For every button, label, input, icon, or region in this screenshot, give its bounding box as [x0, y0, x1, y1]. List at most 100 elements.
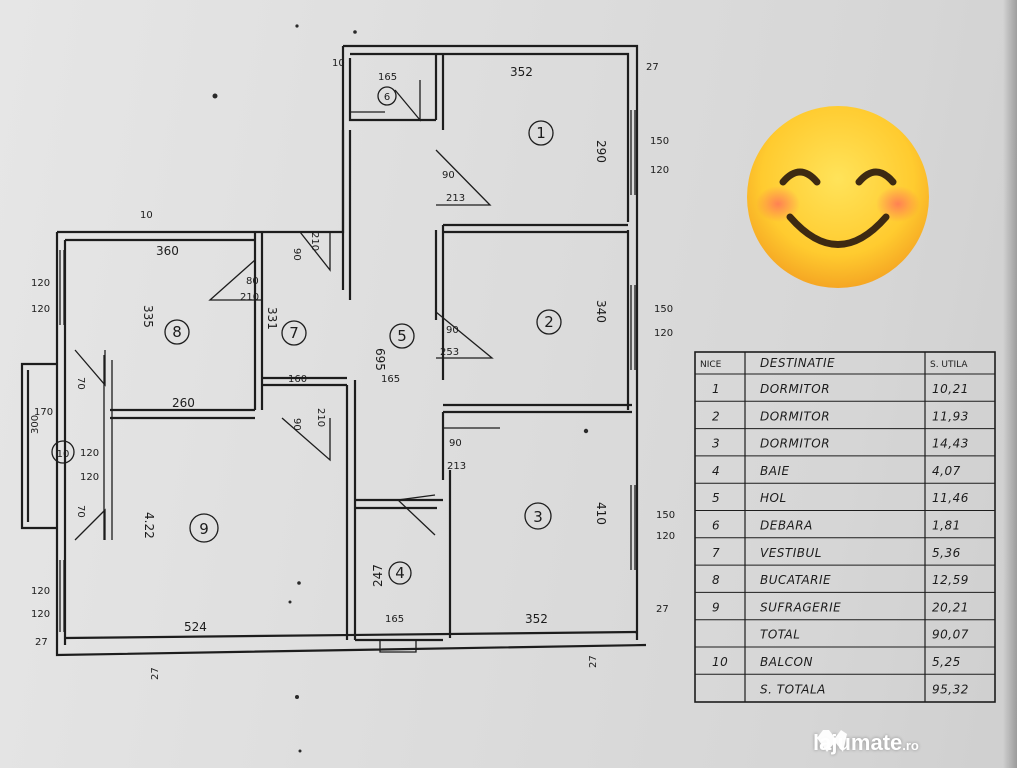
dim-door-90d: 90 — [291, 418, 302, 431]
room-depth-labels: 290 340 410 247 695 331 335 4.22 300 — [30, 140, 608, 587]
table-cell-number: 6 — [712, 519, 720, 533]
dimension-labels: 352 165 10 10 27 150 120 150 120 150 120… — [31, 58, 675, 680]
table-header-suprafata: S. UTILA — [930, 360, 968, 370]
watermark-tld: .ro — [902, 738, 919, 753]
dim-door-90a: 90 — [442, 170, 455, 181]
table-cell-number: 8 — [712, 573, 720, 587]
dim-door-90c: 90 — [449, 438, 462, 449]
dim-door-253: 253 — [440, 347, 459, 358]
dim-window-r1b: 120 — [650, 165, 669, 176]
dim-top-width: 352 — [510, 65, 533, 79]
dim-w-260: 260 — [172, 396, 195, 410]
table-cell-suprafata: 1,81 — [932, 519, 961, 533]
table-cell-suprafata: 12,59 — [932, 573, 969, 587]
dim-door-70b: 70 — [75, 505, 86, 518]
depth-room-9: 4.22 — [142, 512, 156, 539]
table-cell-suprafata: 10,21 — [932, 382, 969, 396]
dim-door-213: 213 — [446, 193, 465, 204]
room-3-number: 3 — [533, 508, 543, 526]
table-header-nr: NICE — [700, 360, 722, 370]
paper-specks — [212, 24, 589, 753]
dim-w-352b: 352 — [525, 612, 548, 626]
table-cell-destinatie: DORMITOR — [760, 382, 830, 396]
dim-top-small: 165 — [378, 72, 397, 83]
table-cell-number: 7 — [712, 546, 720, 560]
dim-win-l1a: 120 — [31, 278, 50, 289]
table-cell-destinatie: VESTIBUL — [760, 546, 822, 560]
dim-win-l1b: 120 — [31, 304, 50, 315]
table-cell-number: 9 — [712, 600, 720, 614]
table-cell-number: 4 — [712, 464, 720, 478]
wall-outer-upper-left — [57, 46, 345, 234]
depth-room-5: 695 — [373, 348, 387, 371]
dim-win-l2a: 120 — [80, 448, 99, 459]
table-header-destinatie: DESTINATIE — [760, 356, 835, 370]
room-5-number: 5 — [397, 327, 407, 345]
dim-wall-10a: 10 — [332, 58, 345, 69]
paper-edge-shadow — [1003, 0, 1017, 768]
dim-window-r2a: 150 — [654, 304, 673, 315]
dim-door-80: 80 — [246, 276, 259, 287]
room-7-number: 7 — [289, 324, 299, 342]
dim-wall-27-bottom-l: 27 — [150, 667, 161, 680]
dim-w-160: 160 — [288, 374, 307, 385]
table-cell-destinatie: HOL — [760, 491, 787, 505]
room-4-number: 4 — [395, 564, 405, 582]
room-10-number: 10 — [57, 449, 70, 460]
room-6-number: 6 — [384, 92, 390, 103]
table-cell-destinatie: TOTAL — [760, 628, 800, 642]
dim-win-l3a: 120 — [31, 586, 50, 597]
table-cell-suprafata: 14,43 — [932, 437, 969, 451]
dim-win-l3b: 120 — [31, 609, 50, 620]
dim-door-90b: 90 — [446, 325, 459, 336]
dim-w-170: 170 — [34, 407, 53, 418]
dim-win-l2b: 120 — [80, 472, 99, 483]
depth-room-1: 290 — [594, 140, 608, 163]
table-cell-suprafata: 20,21 — [932, 600, 969, 614]
balcony-outline — [20, 362, 57, 530]
dim-wall-10b: 10 — [140, 210, 153, 221]
wall-outer-top — [343, 44, 639, 230]
table-cell-destinatie: DORMITOR — [760, 437, 830, 451]
dim-wall-27-bl: 27 — [35, 637, 48, 648]
dim-door-210-a: 210 — [309, 232, 320, 251]
table-cell-suprafata: 5,25 — [932, 655, 961, 669]
room-labels: 1 2 3 4 5 6 7 8 9 10 — [51, 86, 562, 585]
dim-wall-27-tr: 27 — [646, 62, 659, 73]
room-8-number: 8 — [172, 323, 182, 341]
room-2-number: 2 — [544, 313, 554, 331]
table-cell-destinatie: BALCON — [760, 655, 813, 669]
dim-window-r3b: 120 — [656, 531, 675, 542]
depth-room-4: 247 — [371, 564, 385, 587]
table-cell-suprafata: 11,93 — [932, 409, 969, 423]
room-1-number: 1 — [536, 124, 546, 142]
dim-window-r3a: 150 — [656, 510, 675, 521]
dim-w-165b: 165 — [385, 614, 404, 625]
table-cell-suprafata: 4,07 — [932, 464, 961, 478]
table-cell-destinatie: BUCATARIE — [760, 573, 831, 587]
table-cell-suprafata: 11,46 — [932, 491, 969, 505]
table-cell-destinatie: S. TOTALA — [760, 682, 826, 696]
dim-door-70a: 70 — [75, 377, 86, 390]
table-cell-suprafata: 5,36 — [932, 546, 961, 560]
dim-w-360: 360 — [156, 244, 179, 258]
table-cell-destinatie: SUFRAGERIE — [760, 600, 841, 614]
dim-wall-27-bottom-r: 27 — [588, 655, 599, 668]
table-cell-suprafata: 95,32 — [932, 682, 969, 696]
table-cell-destinatie: DORMITOR — [760, 409, 830, 423]
watermark: lajumate .ro — [813, 726, 1013, 760]
wall-outer-bottom — [55, 232, 647, 657]
door-swing — [435, 149, 492, 206]
smiling-face-emoji-icon — [747, 106, 929, 288]
hearts-logo-icon — [817, 730, 847, 752]
dim-w-524: 524 — [184, 620, 207, 634]
dim-door-210: 210 — [240, 292, 259, 303]
dim-wall-27-br: 27 — [656, 604, 669, 615]
table-cell-number: 10 — [712, 655, 728, 669]
table-cell-number: 3 — [712, 437, 720, 451]
dim-door-90-a: 90 — [291, 248, 302, 261]
table-cell-suprafata: 90,07 — [932, 628, 969, 642]
depth-room-10: 300 — [30, 415, 41, 434]
